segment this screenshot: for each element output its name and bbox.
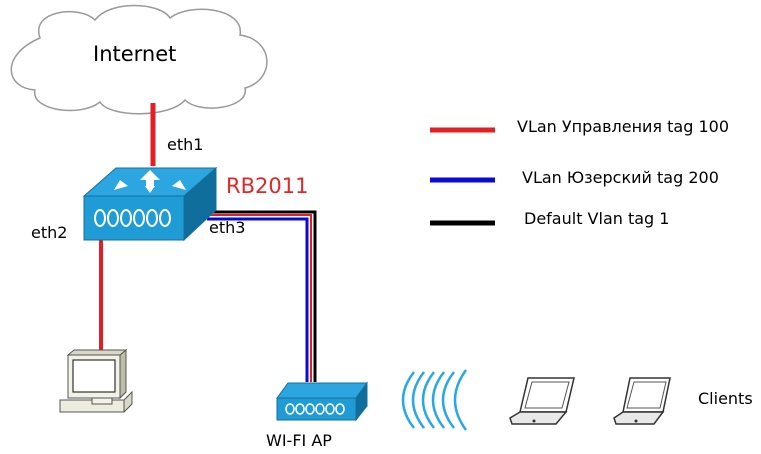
link-eth3-red — [207, 214, 312, 382]
router-icon — [82, 166, 218, 242]
internet-label: Internet — [93, 42, 177, 66]
router-name-label: RB2011 — [226, 174, 309, 198]
port-label-eth3: eth3 — [209, 218, 246, 237]
port-label-eth2: eth2 — [31, 223, 68, 242]
wifi-access-point-icon — [276, 381, 368, 422]
link-eth3-blue — [207, 217, 309, 382]
laptop-icon — [509, 377, 575, 425]
desktop-pc-icon — [59, 348, 133, 413]
clients-label: Clients — [698, 389, 753, 408]
access-point-label: WI-FI AP — [266, 431, 332, 450]
laptop-icon — [613, 377, 671, 425]
legend-item-vlan-200: VLan Юзерский tag 200 — [522, 168, 719, 187]
link-eth3-black — [207, 210, 317, 382]
wireless-signal-icon — [401, 369, 468, 431]
legend-item-vlan-100: VLan Управления tag 100 — [517, 117, 729, 136]
legend-item-default-vlan: Default Vlan tag 1 — [524, 209, 670, 228]
internet-cloud-icon — [10, 4, 268, 115]
port-label-eth1: eth1 — [167, 135, 204, 154]
